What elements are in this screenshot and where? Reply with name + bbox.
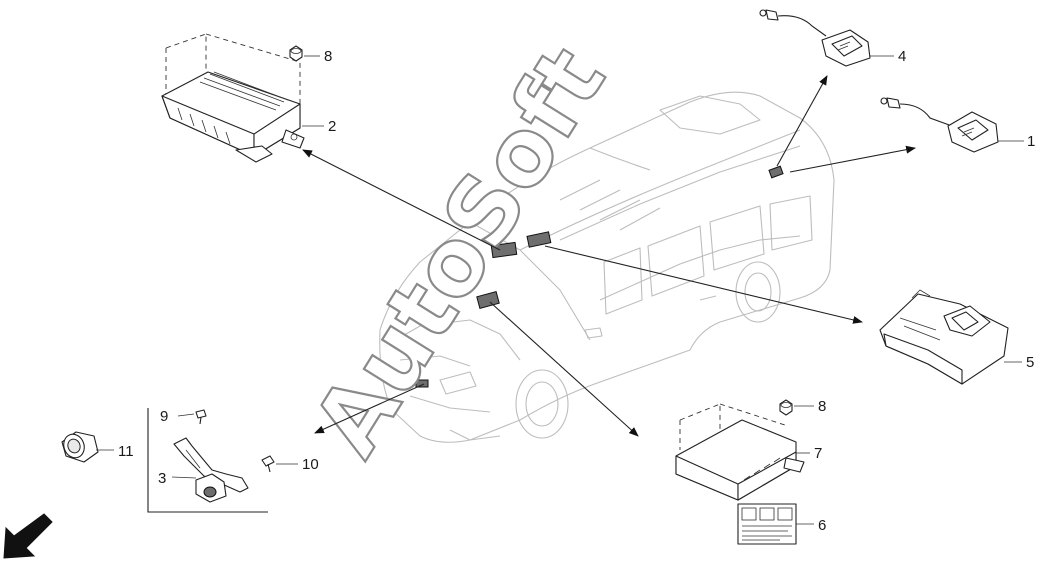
callout-10: 10 bbox=[302, 456, 319, 473]
watermark-text: AutoSoft bbox=[293, 29, 626, 474]
callout-5: 5 bbox=[1026, 354, 1034, 371]
callout-numbers: 1 2 3 4 5 6 7 8 8 9 10 11 bbox=[118, 48, 1035, 534]
label-part-6 bbox=[737, 503, 797, 545]
callout-6: 6 bbox=[818, 517, 826, 534]
bracket-camera-part-3 bbox=[147, 408, 268, 513]
callout-9: 9 bbox=[160, 408, 168, 425]
callout-3: 3 bbox=[158, 470, 166, 487]
nut-part-8-bottom bbox=[779, 399, 793, 416]
callout-4: 4 bbox=[898, 48, 906, 65]
vehicle-outline bbox=[379, 91, 835, 443]
leader-lines bbox=[96, 55, 1024, 525]
callout-1: 1 bbox=[1027, 133, 1035, 150]
pointer-arrows bbox=[302, 75, 916, 437]
nut-part-8-top bbox=[289, 45, 303, 62]
callout-8-top: 8 bbox=[324, 48, 332, 65]
sensor-part-11 bbox=[61, 431, 99, 463]
callout-8-bottom: 8 bbox=[818, 398, 826, 415]
sensor-part-1 bbox=[880, 97, 999, 153]
callout-11: 11 bbox=[118, 443, 134, 460]
control-module-part-2 bbox=[161, 33, 305, 163]
camera-module-part-5 bbox=[879, 289, 1009, 385]
sensor-part-4 bbox=[759, 9, 871, 67]
callout-2: 2 bbox=[328, 118, 336, 135]
screw-part-9 bbox=[195, 409, 207, 425]
ecu-part-7 bbox=[675, 403, 805, 501]
callout-7: 7 bbox=[814, 445, 822, 462]
screw-part-10 bbox=[261, 455, 275, 473]
large-diagonal-arrow-icon bbox=[3, 513, 53, 559]
